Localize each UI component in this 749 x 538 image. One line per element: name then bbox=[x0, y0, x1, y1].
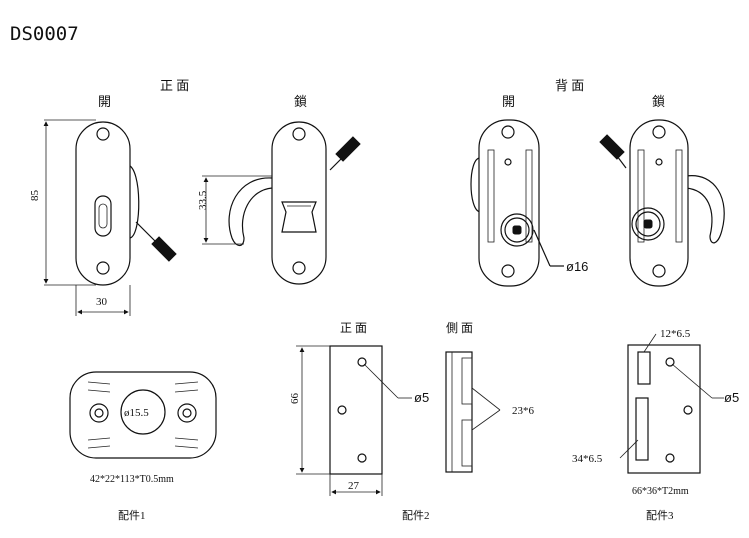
front-view-heading: 正 面 bbox=[160, 78, 189, 93]
back-lock-label: 鎖 bbox=[652, 94, 665, 109]
part2-slot-label: 23*6 bbox=[512, 405, 535, 417]
part1-plate bbox=[69, 371, 217, 459]
part2-dim-66: 66 bbox=[289, 393, 301, 405]
part3-caption: 配件3 bbox=[646, 509, 674, 522]
dim-33-5: 33.5 bbox=[197, 190, 209, 210]
dim-16: ø16 bbox=[566, 259, 588, 274]
part2-dim-27: 27 bbox=[348, 480, 360, 492]
part2-hole-label: ø5 bbox=[414, 390, 429, 405]
part1-hole-label: ø15.5 bbox=[124, 407, 149, 419]
back-open-label: 開 bbox=[502, 94, 515, 109]
front-open-label: 開 bbox=[98, 94, 111, 109]
part3-plate bbox=[619, 333, 724, 474]
front-open-latch bbox=[43, 119, 177, 316]
part1-size: 42*22*113*T0.5mm bbox=[90, 474, 174, 485]
back-view-heading: 背 面 bbox=[555, 78, 584, 93]
part2-plate bbox=[296, 345, 412, 496]
front-lock-label: 鎖 bbox=[294, 94, 307, 109]
part2-front-heading: 正 面 bbox=[340, 321, 367, 335]
part3-slot-big: 34*6.5 bbox=[572, 453, 603, 465]
latch-handle-icon bbox=[329, 136, 361, 171]
part3-slot-small: 12*6.5 bbox=[660, 328, 691, 340]
part1-caption: 配件1 bbox=[118, 509, 146, 522]
latch-handle-icon bbox=[599, 134, 627, 169]
part2-side-heading: 側 面 bbox=[446, 321, 473, 335]
lock-cylinder-icon bbox=[631, 207, 665, 241]
part3-size: 66*36*T2mm bbox=[632, 486, 689, 497]
part2-caption: 配件2 bbox=[402, 509, 430, 522]
part2-side-view bbox=[445, 351, 501, 473]
part3-hole-label: ø5 bbox=[724, 390, 739, 405]
back-lock-latch bbox=[599, 119, 725, 287]
model-code: DS0007 bbox=[10, 23, 79, 45]
lock-cylinder-icon bbox=[500, 213, 534, 247]
dim-30: 30 bbox=[96, 296, 108, 308]
back-open-latch bbox=[470, 119, 564, 287]
front-lock-latch bbox=[202, 121, 361, 285]
latch-handle-icon bbox=[135, 221, 177, 262]
dim-85: 85 bbox=[29, 190, 41, 202]
